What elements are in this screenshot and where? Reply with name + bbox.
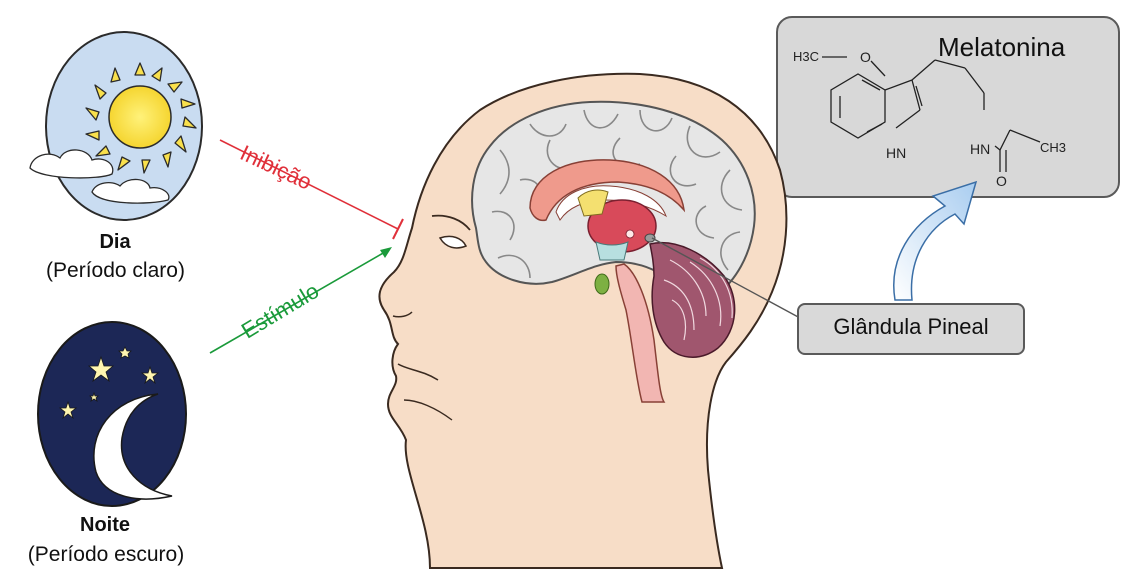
day-title: Dia	[60, 231, 170, 254]
night-icon	[38, 322, 186, 506]
stars-icon	[60, 347, 158, 418]
sun-icon	[86, 63, 196, 173]
day-icon	[30, 32, 202, 220]
night-subtitle: (Período escuro)	[0, 543, 212, 567]
moon-icon	[94, 394, 172, 499]
pineal-pointer	[652, 238, 800, 318]
curved-arrow	[894, 182, 976, 300]
stimulus-label: Estímulo	[237, 278, 324, 344]
day-subtitle: (Período claro)	[8, 259, 223, 283]
cloud-icon	[30, 150, 169, 203]
night-title: Noite	[40, 514, 170, 537]
pineal-gland-label: Glândula Pineal	[797, 314, 1025, 340]
inhibition-label: Inibição	[236, 140, 316, 196]
melatonin-title: Melatonina	[938, 32, 1065, 63]
brain-illustration	[472, 102, 755, 402]
head-illustration	[379, 74, 786, 568]
